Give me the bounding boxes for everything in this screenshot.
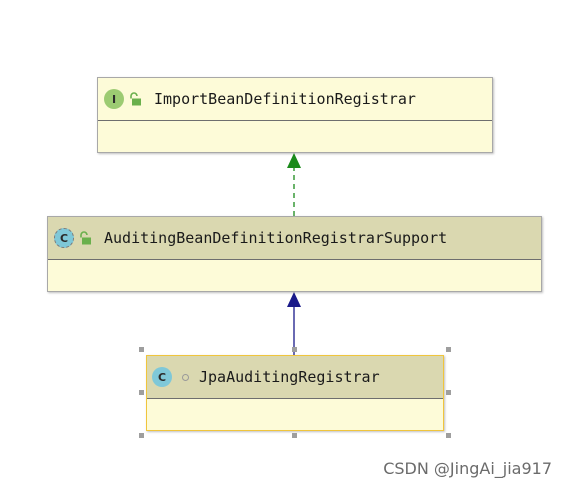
- implements-arrowhead: [287, 153, 301, 168]
- node-header: I ImportBeanDefinitionRegistrar: [98, 78, 492, 121]
- node-header: C AuditingBeanDefinitionRegistrarSupport: [48, 217, 541, 260]
- interface-icon: I: [104, 89, 124, 109]
- selection-handle-bottom-right[interactable]: [446, 433, 451, 438]
- selection-handle-middle-left[interactable]: [139, 390, 144, 395]
- package-private-icon: [182, 373, 189, 381]
- selection-handle-top-middle[interactable]: [292, 347, 297, 352]
- node-title: ImportBeanDefinitionRegistrar: [154, 90, 416, 108]
- selection-handle-top-right[interactable]: [446, 347, 451, 352]
- abstract-class-icon: C: [54, 228, 74, 248]
- selection-handle-top-left[interactable]: [139, 347, 144, 352]
- selection-handle-bottom-middle[interactable]: [292, 433, 297, 438]
- class-node-jpa-auditing-registrar[interactable]: C JpaAuditingRegistrar: [146, 355, 444, 431]
- class-icon: C: [152, 367, 172, 387]
- node-title: JpaAuditingRegistrar: [199, 368, 380, 386]
- selection-handle-bottom-left[interactable]: [139, 433, 144, 438]
- unlock-icon: [130, 92, 141, 106]
- unlock-icon: [80, 231, 91, 245]
- node-header: C JpaAuditingRegistrar: [147, 356, 443, 399]
- watermark: CSDN @JingAi_jia917: [383, 459, 552, 478]
- extends-arrowhead: [287, 292, 301, 307]
- class-node-auditing-bean-definition-registrar-support[interactable]: C AuditingBeanDefinitionRegistrarSupport: [47, 216, 542, 292]
- selection-handle-middle-right[interactable]: [446, 390, 451, 395]
- interface-node-import-bean-definition-registrar[interactable]: I ImportBeanDefinitionRegistrar: [97, 77, 493, 153]
- node-title: AuditingBeanDefinitionRegistrarSupport: [104, 229, 448, 247]
